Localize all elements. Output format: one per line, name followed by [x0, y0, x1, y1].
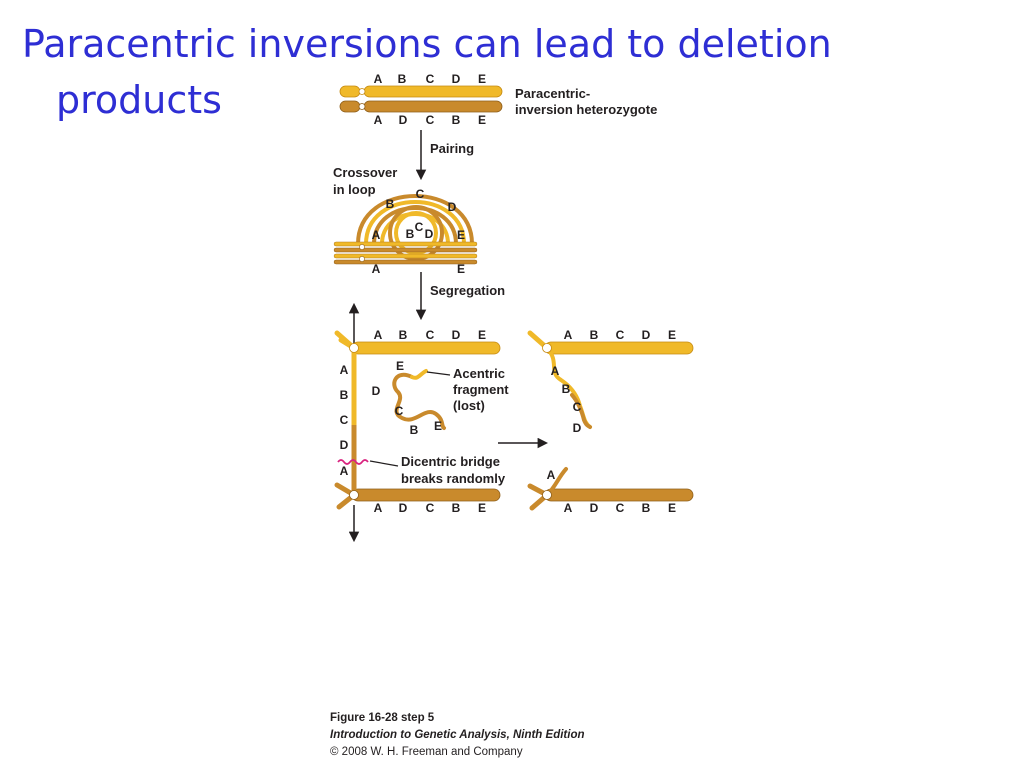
crossover-label-line-1: Crossover [333, 165, 397, 180]
gene-label: B [386, 197, 395, 211]
gene-label: B [340, 388, 349, 402]
result-panel: A B C D E A B C D A A D C B E [527, 328, 694, 515]
gene-label: C [395, 404, 404, 418]
segregation-label: Segregation [430, 283, 505, 298]
gene-label: D [590, 501, 599, 515]
gene-label: E [478, 501, 486, 515]
heterozygote-label-line-2: inversion heterozygote [515, 102, 657, 117]
gene-label: A [374, 113, 383, 127]
gene-label: A [374, 72, 383, 86]
gene-label: D [340, 438, 349, 452]
fragment-gene-labels: E D C B E [372, 359, 442, 437]
gene-label: A [340, 464, 349, 478]
gene-label: C [426, 328, 435, 342]
gene-label: E [478, 113, 486, 127]
gene-label: E [668, 501, 676, 515]
gene-label: E [396, 359, 404, 373]
gene-label: A [374, 501, 383, 515]
result-arm-gene-labels: A B C D [551, 364, 582, 435]
gene-label: D [448, 200, 457, 214]
gene-label: A [374, 328, 383, 342]
gene-label: E [478, 72, 486, 86]
gene-label: C [616, 501, 625, 515]
result-top-gene-labels: A B C D E [564, 328, 676, 342]
gene-label: E [668, 328, 676, 342]
gene-label: E [434, 419, 442, 433]
crossover-loop: Crossover in loop B C D B C D A E A E [333, 165, 478, 276]
anaphase-panel: A B C D E A D C B E A B C D A E D C B E [334, 302, 509, 543]
gene-label: C [426, 113, 435, 127]
gene-label: C [426, 72, 435, 86]
heterozygote-chromosomes: A B C D E A D C B E Paracentric- inversi… [339, 72, 657, 127]
gene-label: A [564, 328, 573, 342]
heterozygote-label-line-1: Paracentric- [515, 86, 590, 101]
copyright-text: © 2008 W. H. Freeman and Company [330, 746, 523, 758]
dicentric-leader-line [369, 460, 399, 467]
inverted-gene-labels: A D C B E [374, 113, 486, 127]
crossover-label-line-2: in loop [333, 182, 376, 197]
gene-label: B [398, 72, 407, 86]
acentric-label-line-3: (lost) [453, 398, 485, 413]
acentric-fragment [392, 372, 446, 430]
gene-label: A [372, 228, 381, 242]
gene-label: C [616, 328, 625, 342]
gene-label: B [452, 501, 461, 515]
gene-label: D [372, 384, 381, 398]
normal-chromosome [339, 85, 503, 98]
title-line-2: products [56, 78, 222, 122]
gene-label: C [426, 501, 435, 515]
gene-label: D [399, 501, 408, 515]
gene-label: D [573, 421, 582, 435]
gene-label: D [399, 113, 408, 127]
gene-label: C [415, 220, 424, 234]
gene-label: E [457, 262, 465, 276]
gene-label: A [340, 363, 349, 377]
dicentric-label-line-1: Dicentric bridge [401, 454, 500, 469]
gene-label: B [406, 227, 415, 241]
title-line-1: Paracentric inversions can lead to delet… [22, 22, 832, 66]
gene-label: D [452, 72, 461, 86]
gene-label: B [410, 423, 419, 437]
normal-gene-labels: A B C D E [374, 72, 486, 86]
gene-label: A [372, 262, 381, 276]
inverted-chromosome [339, 100, 503, 113]
gene-label: C [573, 400, 582, 414]
gene-label: E [478, 328, 486, 342]
figure-number: Figure 16-28 step 5 [330, 712, 435, 724]
anaphase-bottom-gene-labels: A D C B E [374, 501, 486, 515]
gene-label: B [399, 328, 408, 342]
result-bottom-gene-labels: A D C B E [564, 501, 676, 515]
pairing-label: Pairing [430, 141, 474, 156]
gene-label: A [564, 501, 573, 515]
gene-label: B [642, 501, 651, 515]
book-title: Introduction to Genetic Analysis, Ninth … [330, 729, 585, 741]
gene-label: D [425, 227, 434, 241]
slide-title: Paracentric inversions can lead to delet… [22, 16, 962, 128]
gene-label: A [551, 364, 560, 378]
gene-label: B [590, 328, 599, 342]
gene-label: B [562, 382, 571, 396]
acentric-label-line-2: fragment [453, 382, 509, 397]
acentric-leader-line [426, 371, 451, 376]
gene-label: D [642, 328, 651, 342]
gene-label: E [457, 228, 465, 242]
gene-label: B [452, 113, 461, 127]
gene-label: C [416, 187, 425, 201]
anaphase-top-gene-labels: A B C D E [374, 328, 486, 342]
gene-label: A [547, 468, 556, 482]
gene-label: C [340, 413, 349, 427]
acentric-label-line-1: Acentric [453, 366, 505, 381]
gene-label: D [452, 328, 461, 342]
dicentric-label-line-2: breaks randomly [401, 471, 506, 486]
figure-credit: Figure 16-28 step 5 Introduction to Gene… [330, 710, 585, 761]
bridge-gene-labels: A B C D A [340, 363, 349, 478]
loop-gene-labels: B C D B C D A E A E [372, 187, 465, 276]
break-mark [337, 459, 369, 465]
